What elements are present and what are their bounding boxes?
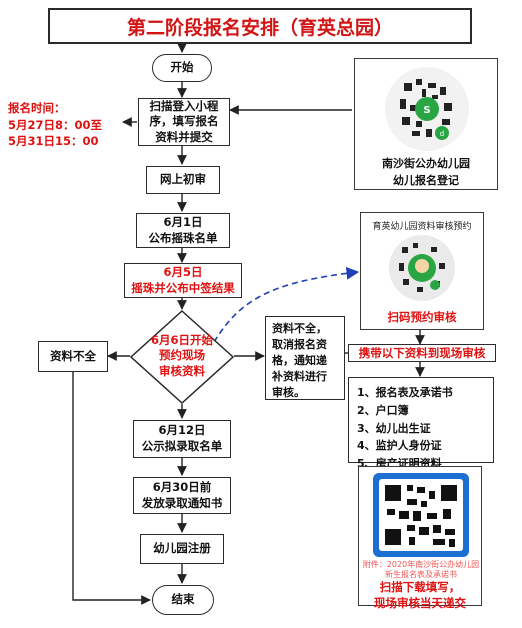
incomplete-note-line-4: 补资料进行	[272, 369, 327, 383]
start-label: 开始	[170, 60, 194, 75]
notice-date: 6月30日前	[152, 479, 212, 494]
mini-program-logo-icon	[389, 235, 455, 301]
qr-bottom-caption: 扫描下载填写， 现场审核当天递交	[359, 579, 481, 611]
onsite-review-line-2: 预约现场	[159, 348, 205, 363]
incomplete-note: 资料不全， 取消报名资 格，通知递 补资料进行 审核。	[265, 316, 345, 400]
registration-time-label: 报名时间：	[8, 101, 66, 115]
scan-line-3: 资料并提交	[155, 129, 213, 144]
start-node: 开始	[152, 54, 212, 82]
onsite-review-line-1: 6月6日开始	[150, 332, 213, 347]
admit-list-text: 公示拟录取名单	[141, 439, 223, 453]
lottery-result-step: 6月5日 摇珠并公布中签结果	[124, 263, 242, 298]
bring-docs-title-text: 携带以下资料到现场审核	[358, 346, 486, 360]
scan-step: 扫描登入小程 序，填写报名 资料并提交	[138, 98, 230, 146]
end-label: 结束	[171, 592, 195, 607]
lottery-announce-step: 6月1日 公布摇珠名单	[136, 213, 230, 248]
incomplete-path	[72, 372, 151, 605]
svg-text:S: S	[423, 105, 430, 116]
qr-bottom-note-line-2: 新生报名表及承诺书	[385, 570, 457, 580]
bring-docs-title: 携带以下资料到现场审核	[348, 344, 496, 362]
register-step: 幼儿园注册	[140, 534, 224, 564]
registration-time-start: 5月27日8：00至	[8, 117, 103, 132]
qr-code-icon	[373, 473, 469, 557]
scan-line-1: 扫描登入小程	[149, 98, 219, 113]
qr-top-caption-line-1: 南沙街公办幼儿园	[382, 157, 470, 170]
qr-mid-caption: 扫码预约审核	[387, 310, 457, 324]
qr-card-top: S d 南沙街公办幼儿园 幼儿报名登记	[354, 58, 498, 190]
qr-bottom-caption-line-1: 扫描下载填写，	[379, 580, 461, 594]
qr-bottom-caption-line-2: 现场审核当天递交	[374, 596, 466, 611]
lottery-announce-text: 公布摇珠名单	[148, 230, 218, 245]
docs-item-3: 3、幼儿出生证	[357, 421, 431, 435]
online-review-step: 网上初审	[146, 166, 220, 194]
online-review-label: 网上初审	[160, 172, 206, 187]
incomplete-node: 资料不全	[38, 341, 108, 372]
page-title: 第二阶段报名安排（育英总园）	[48, 8, 472, 44]
svg-text:d: d	[440, 130, 444, 138]
docs-item-4: 4、监护人身份证	[357, 439, 442, 453]
incomplete-note-line-2: 取消报名资	[272, 337, 327, 351]
qr-top-caption-line-2: 幼儿报名登记	[393, 173, 459, 187]
register-label: 幼儿园注册	[153, 541, 211, 556]
notice-text: 发放录取通知书	[141, 495, 223, 510]
notice-step: 6月30日前 发放录取通知书	[133, 477, 231, 514]
docs-item-2: 2、户口簿	[357, 403, 409, 417]
lottery-result-date: 6月5日	[163, 264, 203, 279]
qr-mid-header: 育英幼儿园资料审核预约	[372, 222, 472, 232]
qr-bottom-note: 附件：2020年南沙街公办幼儿园 新生报名表及承诺书	[361, 560, 481, 581]
registration-time: 报名时间： 5月27日8：00至 5月31日15：00	[8, 100, 122, 150]
incomplete-note-line-3: 格，通知递	[272, 353, 327, 367]
qr-card-mid: 育英幼儿园资料审核预约 扫码预约审核	[360, 212, 484, 330]
scan-line-2: 序，填写报名	[149, 114, 219, 129]
incomplete-label: 资料不全	[50, 348, 96, 363]
docs-item-1: 1、报名表及承诺书	[357, 386, 453, 399]
qr-bottom-note-line-1: 附件：2020年南沙街公办幼儿园	[362, 560, 480, 569]
docs-list: 1、报名表及承诺书 2、户口簿 3、幼儿出生证 4、监护人身份证 5、房产证明资…	[348, 377, 494, 470]
admit-list-date: 6月12日	[158, 423, 206, 438]
qr-card-bottom: 附件：2020年南沙街公办幼儿园 新生报名表及承诺书 扫描下载填写， 现场审核当…	[358, 466, 482, 610]
incomplete-note-line-1: 资料不全，	[272, 322, 327, 335]
end-node: 结束	[152, 585, 214, 615]
lottery-result-text: 摇珠并公布中签结果	[131, 280, 235, 295]
onsite-review-text: 6月6日开始 预约现场 审核资料	[146, 326, 218, 386]
admit-list-step: 6月12日 公示拟录取名单	[133, 420, 231, 458]
incomplete-note-line-5: 审核。	[272, 385, 305, 399]
onsite-review-diamond	[130, 310, 234, 404]
qr-top-caption: 南沙街公办幼儿园 幼儿报名登记	[355, 156, 497, 189]
onsite-review-line-3: 审核资料	[159, 363, 205, 378]
lottery-announce-date: 6月1日	[163, 214, 203, 229]
qr-code-icon: S d	[385, 67, 469, 151]
registration-time-end: 5月31日15：00	[8, 134, 99, 149]
